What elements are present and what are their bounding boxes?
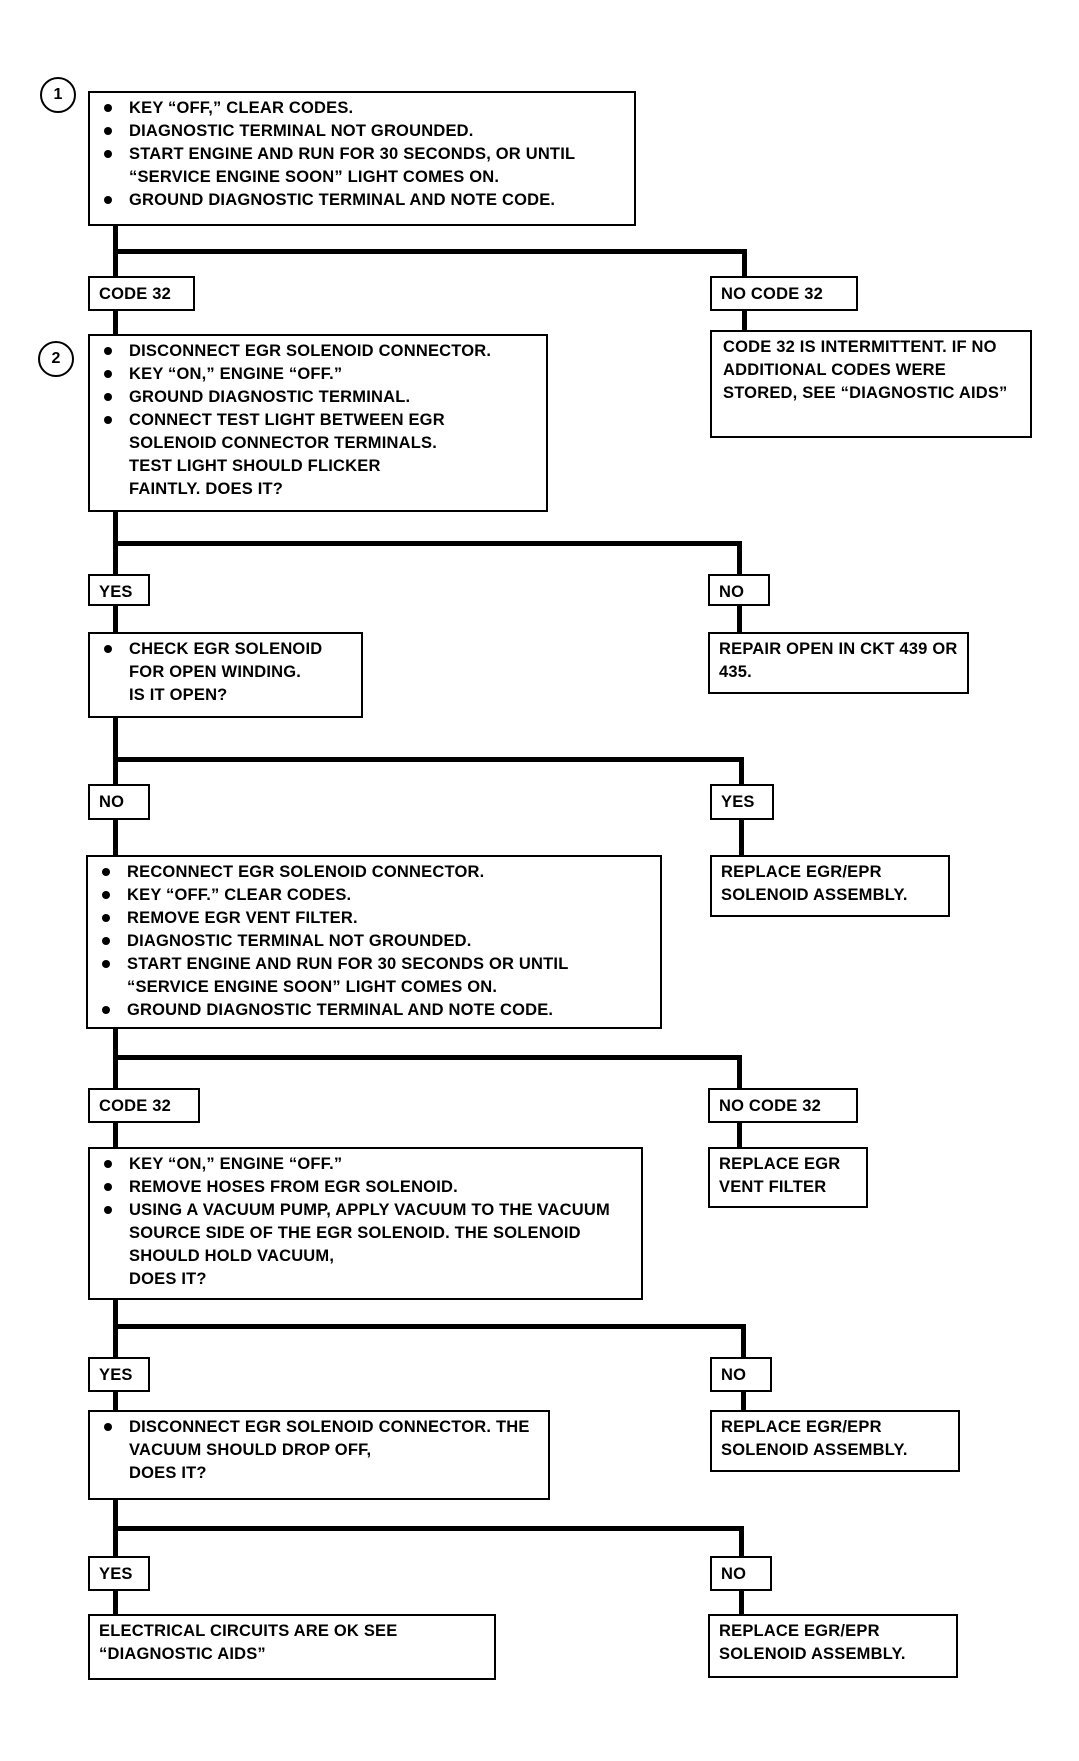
intermittent-box: CODE 32 IS INTERMITTENT. IF NO ADDITIONA… [710,330,1032,438]
replace-vent-filter-box: REPLACE EGR VENT FILTER [708,1147,868,1208]
no-label: NO [708,574,770,606]
step-marker-1: 1 [40,77,76,113]
yes-label: YES [88,1357,150,1392]
connector-line [737,1055,742,1088]
check-solenoid-box: CHECK EGR SOLENOID FOR OPEN WINDING. IS … [88,632,363,718]
connector-line [113,1055,742,1060]
test-light-box: DISCONNECT EGR SOLENOID CONNECTOR. KEY “… [88,334,548,512]
list-item: START ENGINE AND RUN FOR 30 SECONDS, OR … [99,143,625,189]
check-solenoid-question: IS IT OPEN? [129,686,228,704]
repair-open-text: REPAIR OPEN IN CKT 439 OR 435. [719,640,958,681]
test-light-question: TEST LIGHT SHOULD FLICKER FAINTLY. DOES … [129,457,381,498]
replace-solenoid-text: REPLACE EGR/EPR SOLENOID ASSEMBLY. [721,863,908,904]
intermittent-text: CODE 32 IS INTERMITTENT. IF NO ADDITIONA… [723,338,1008,402]
replace-solenoid-text: REPLACE EGR/EPR SOLENOID ASSEMBLY. [721,1418,908,1459]
vacuum-test-box: KEY “ON,” ENGINE “OFF.” REMOVE HOSES FRO… [88,1147,643,1300]
vacuum-drop-question: DOES IT? [129,1464,207,1482]
no-code32-label: NO CODE 32 [708,1088,858,1123]
connector-line [113,311,118,334]
list-item: CHECK EGR SOLENOID FOR OPEN WINDING. [99,638,352,684]
no-code32-label: NO CODE 32 [710,276,858,311]
list-item: RECONNECT EGR SOLENOID CONNECTOR. [97,861,651,884]
yes-label: YES [88,1556,150,1591]
list-item: USING A VACUUM PUMP, APPLY VACUUM TO THE… [99,1199,632,1268]
reconnect-box: RECONNECT EGR SOLENOID CONNECTOR. KEY “O… [86,855,662,1029]
list-item: KEY “ON,” ENGINE “OFF.” [99,363,537,386]
list-item: GROUND DIAGNOSTIC TERMINAL. [99,386,537,409]
connector-line [113,1324,746,1329]
electrical-ok-box: ELECTRICAL CIRCUITS ARE OK SEE “DIAGNOST… [88,1614,496,1680]
connector-line [739,820,744,855]
connector-line [113,1123,118,1147]
connector-line [113,718,118,784]
list-item: DIAGNOSTIC TERMINAL NOT GROUNDED. [99,120,625,143]
connector-line [742,311,747,330]
replace-solenoid-box-2: REPLACE EGR/EPR SOLENOID ASSEMBLY. [710,1410,960,1472]
yes-label: YES [710,784,774,820]
list-item: DISCONNECT EGR SOLENOID CONNECTOR. [99,340,537,363]
replace-solenoid-box-1: REPLACE EGR/EPR SOLENOID ASSEMBLY. [710,855,950,917]
connector-line [739,757,744,784]
repair-open-box: REPAIR OPEN IN CKT 439 OR 435. [708,632,969,694]
initial-check-box: KEY “OFF,” CLEAR CODES. DIAGNOSTIC TERMI… [88,91,636,226]
connector-line [737,1123,742,1147]
replace-solenoid-box-3: REPLACE EGR/EPR SOLENOID ASSEMBLY. [708,1614,958,1678]
yes-label: YES [88,574,150,606]
list-item: KEY “OFF.” CLEAR CODES. [97,884,651,907]
connector-line [739,1591,744,1614]
connector-line [737,541,742,574]
list-item: DIAGNOSTIC TERMINAL NOT GROUNDED. [97,930,651,953]
list-item: REMOVE EGR VENT FILTER. [97,907,651,930]
connector-line [113,249,747,254]
list-item: REMOVE HOSES FROM EGR SOLENOID. [99,1176,632,1199]
connector-line [113,1591,118,1614]
connector-line [742,249,747,276]
replace-vent-filter-text: REPLACE EGR VENT FILTER [719,1155,841,1196]
code32-label: CODE 32 [88,1088,200,1123]
connector-line [113,1526,744,1531]
electrical-ok-text: ELECTRICAL CIRCUITS ARE OK SEE “DIAGNOST… [99,1622,398,1663]
replace-solenoid-text: REPLACE EGR/EPR SOLENOID ASSEMBLY. [719,1622,906,1663]
vacuum-drop-box: DISCONNECT EGR SOLENOID CONNECTOR. THE V… [88,1410,550,1500]
connector-line [737,606,742,632]
list-item: GROUND DIAGNOSTIC TERMINAL AND NOTE CODE… [97,999,651,1022]
connector-line [113,820,118,855]
connector-line [113,606,118,632]
list-item: START ENGINE AND RUN FOR 30 SECONDS OR U… [97,953,651,999]
no-label: NO [710,1357,772,1392]
connector-line [739,1526,744,1556]
list-item: KEY “ON,” ENGINE “OFF.” [99,1153,632,1176]
vacuum-test-question: DOES IT? [129,1270,207,1288]
connector-line [741,1324,746,1357]
no-label: NO [710,1556,772,1591]
connector-line [113,757,744,762]
connector-line [113,541,742,546]
code32-label: CODE 32 [88,276,195,311]
list-item: KEY “OFF,” CLEAR CODES. [99,97,625,120]
list-item: GROUND DIAGNOSTIC TERMINAL AND NOTE CODE… [99,189,625,212]
connector-line [741,1392,746,1410]
list-item: DISCONNECT EGR SOLENOID CONNECTOR. THE V… [99,1416,539,1462]
no-label: NO [88,784,150,820]
step-marker-2: 2 [38,341,74,377]
connector-line [113,1392,118,1410]
list-item: CONNECT TEST LIGHT BETWEEN EGR SOLENOID … [99,409,537,455]
